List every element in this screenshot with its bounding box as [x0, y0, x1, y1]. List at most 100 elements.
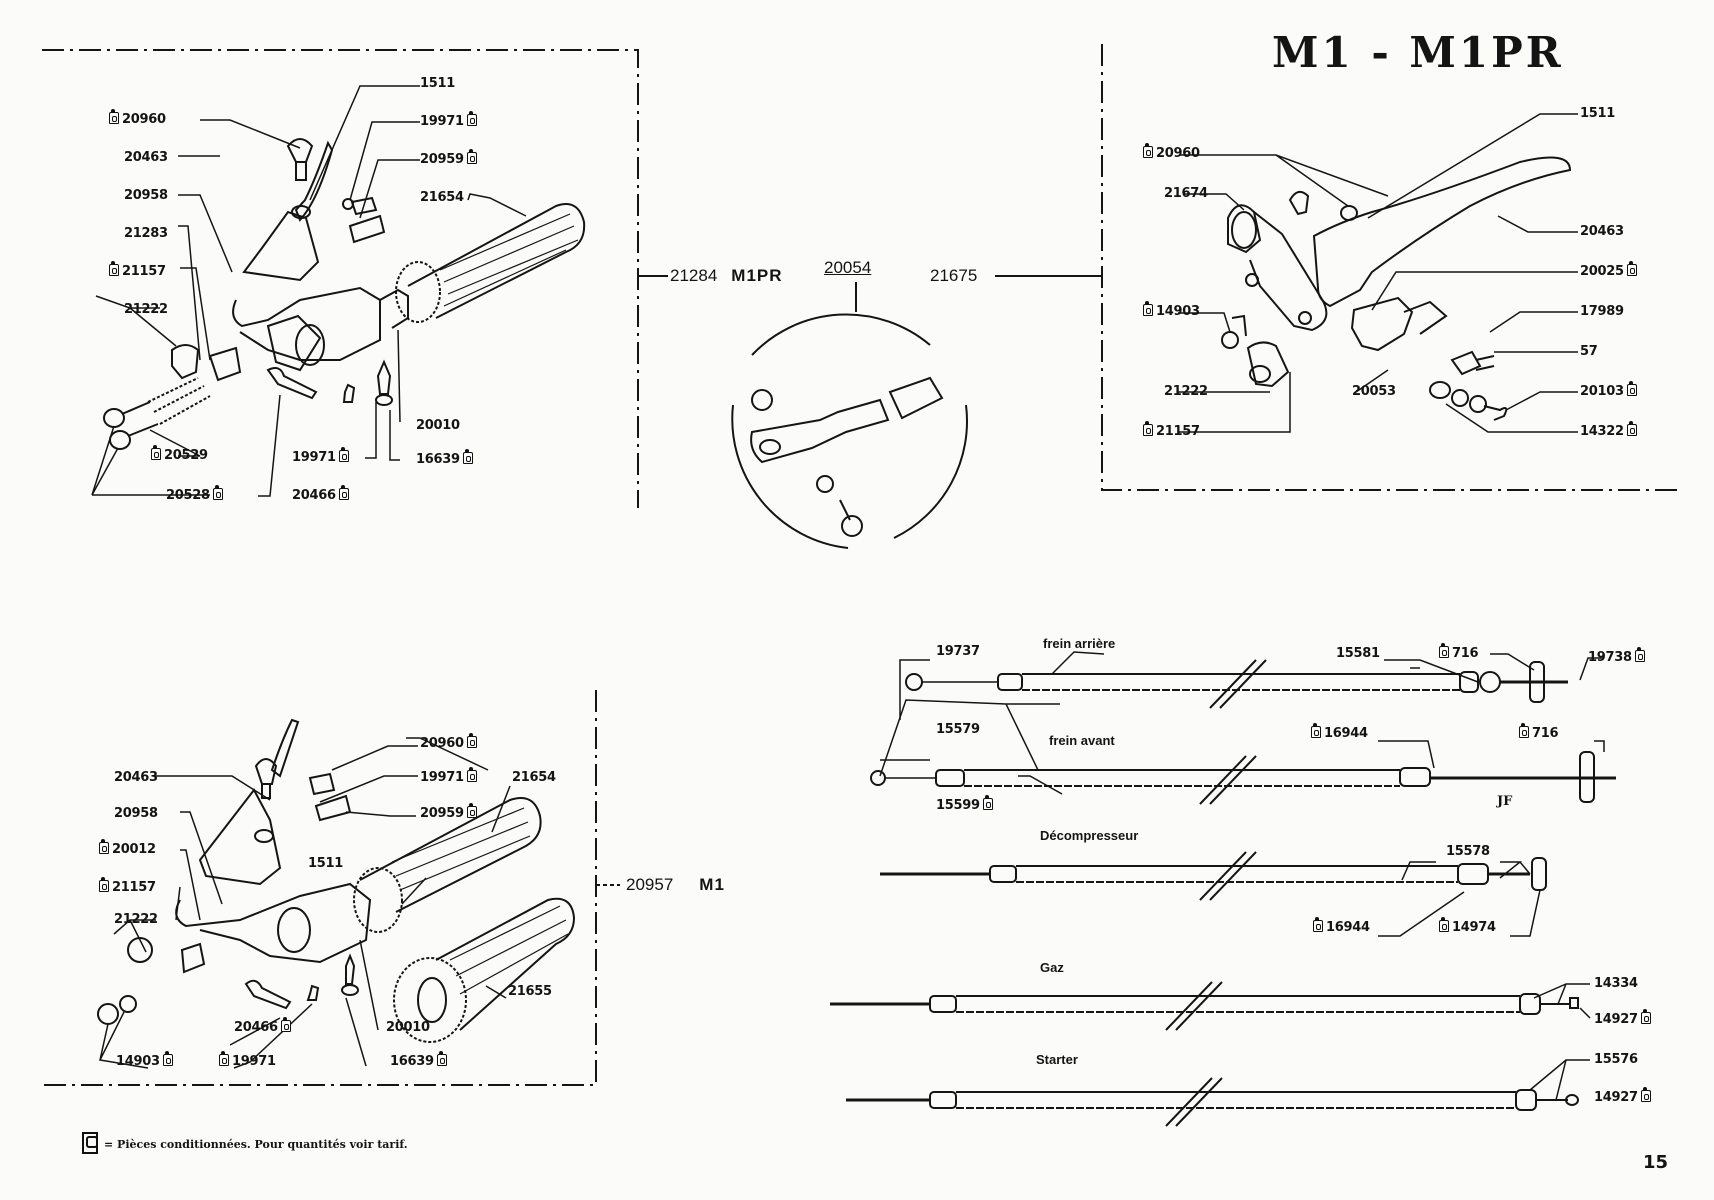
part-label: 21222 [124, 302, 168, 317]
packaged-parts-icon [99, 877, 109, 892]
part-label: 21222 [114, 912, 158, 927]
part-label: 19971 [292, 447, 352, 466]
part-label: 20466 [234, 1017, 294, 1036]
part-label: 20959 [420, 803, 480, 822]
packaged-parts-icon [338, 485, 349, 500]
packaged-parts-icon [1626, 261, 1637, 276]
part-label: 19971 [216, 1051, 276, 1070]
cable-name: Starter [1036, 1052, 1078, 1067]
packaged-parts-icon [151, 445, 161, 460]
packaged-parts-icon [212, 485, 223, 500]
packaged-parts-icon [338, 447, 349, 462]
part-label: 1511 [1580, 106, 1615, 121]
part-label: 20959 [420, 149, 480, 168]
part-label: 14322 [1580, 421, 1640, 440]
part-label: 57 [1580, 344, 1598, 359]
part-label: 14927 [1594, 1009, 1654, 1028]
packaged-parts-icon [466, 733, 477, 748]
part-label: 20463 [1580, 224, 1624, 239]
packaged-parts-icon [99, 839, 109, 854]
part-label: 20528 [166, 485, 226, 504]
part-label: 16639 [390, 1051, 450, 1070]
cable-name: frein avant [1049, 733, 1115, 748]
packaged-parts-icon [1439, 643, 1449, 658]
part-label: 20463 [114, 770, 158, 785]
packaged-parts-icon [1439, 917, 1449, 932]
packaged-parts-icon [1311, 723, 1321, 738]
part-label: 14903 [116, 1051, 176, 1070]
packaged-parts-icon [466, 111, 477, 126]
part-label: 15576 [1594, 1052, 1638, 1067]
part-label: 19971 [420, 767, 480, 786]
part-label: 15581 [1336, 646, 1380, 661]
exploded-view-m1pr-left [103, 138, 586, 450]
part-label: 20960 [420, 733, 480, 752]
part-label: 716 [1436, 643, 1479, 662]
part-label: 21157 [1140, 421, 1200, 440]
page-number: 15 [1643, 1152, 1669, 1173]
part-label: 21157 [96, 877, 156, 896]
packaged-parts-icon [82, 1132, 98, 1154]
detail-circle-20054 [731, 282, 968, 549]
footnote: = Pièces conditionnées. Pour quantités v… [82, 1132, 408, 1154]
part-label: 21674 [1164, 186, 1208, 201]
page-title: M1 - M1PR [1272, 28, 1564, 77]
part-label: 21283 [124, 226, 168, 241]
part-label: 20010 [416, 418, 460, 433]
frame-m1pr-left [42, 49, 639, 508]
packaged-parts-icon [466, 149, 477, 164]
packaged-parts-icon [436, 1051, 447, 1066]
packaged-parts-icon [1143, 421, 1153, 436]
packaged-parts-icon [162, 1051, 173, 1066]
packaged-parts-icon [109, 109, 119, 124]
part-label: 20960 [106, 109, 166, 128]
packaged-parts-icon [219, 1051, 229, 1066]
part-label: 21222 [1164, 384, 1208, 399]
part-label: 16944 [1308, 723, 1368, 742]
frame-m1pr-right [1101, 44, 1680, 491]
cable-drawings [830, 659, 1616, 1127]
part-label: 14974 [1436, 917, 1496, 936]
part-label: 20529 [148, 445, 208, 464]
part-label: 20463 [124, 150, 168, 165]
part-label: 20103 [1580, 381, 1640, 400]
part-label: 14927 [1594, 1087, 1654, 1106]
part-label: 20466 [292, 485, 352, 504]
part-label: 1511 [308, 856, 343, 871]
packaged-parts-icon [1143, 301, 1153, 316]
part-label: 21655 [508, 984, 552, 999]
part-label: 17989 [1580, 304, 1624, 319]
part-label: 19738 [1588, 647, 1648, 666]
packaged-parts-icon [280, 1017, 291, 1032]
assembly-ref-21675: 21675 [930, 266, 978, 285]
packaged-parts-icon [1640, 1087, 1651, 1102]
part-label: 16944 [1310, 917, 1370, 936]
packaged-parts-icon [466, 803, 477, 818]
artist-signature: JF [1497, 794, 1513, 809]
part-label: 15578 [1446, 844, 1490, 859]
part-label: 20053 [1352, 384, 1396, 399]
part-label: 20958 [114, 806, 158, 821]
packaged-parts-icon [1313, 917, 1323, 932]
part-label: 1511 [420, 76, 455, 91]
part-label: 14903 [1140, 301, 1200, 320]
part-label: 20012 [96, 839, 156, 858]
cable-name: frein arrière [1043, 636, 1116, 651]
part-label: 16639 [416, 449, 476, 468]
packaged-parts-icon [1626, 381, 1637, 396]
part-label: 15579 [936, 722, 980, 737]
cable-name: Gaz [1040, 960, 1064, 975]
part-label: 19971 [420, 111, 480, 130]
part-label: 21654 [420, 190, 464, 205]
part-label: 19737 [936, 644, 980, 659]
packaged-parts-icon [466, 767, 477, 782]
part-label: 20960 [1140, 143, 1200, 162]
leader-lines [91, 85, 1605, 1101]
cable-name: Décompresseur [1040, 828, 1139, 843]
detail-part-20054: 20054 [824, 258, 872, 277]
part-label: 20958 [124, 188, 168, 203]
part-label: 716 [1516, 723, 1559, 742]
